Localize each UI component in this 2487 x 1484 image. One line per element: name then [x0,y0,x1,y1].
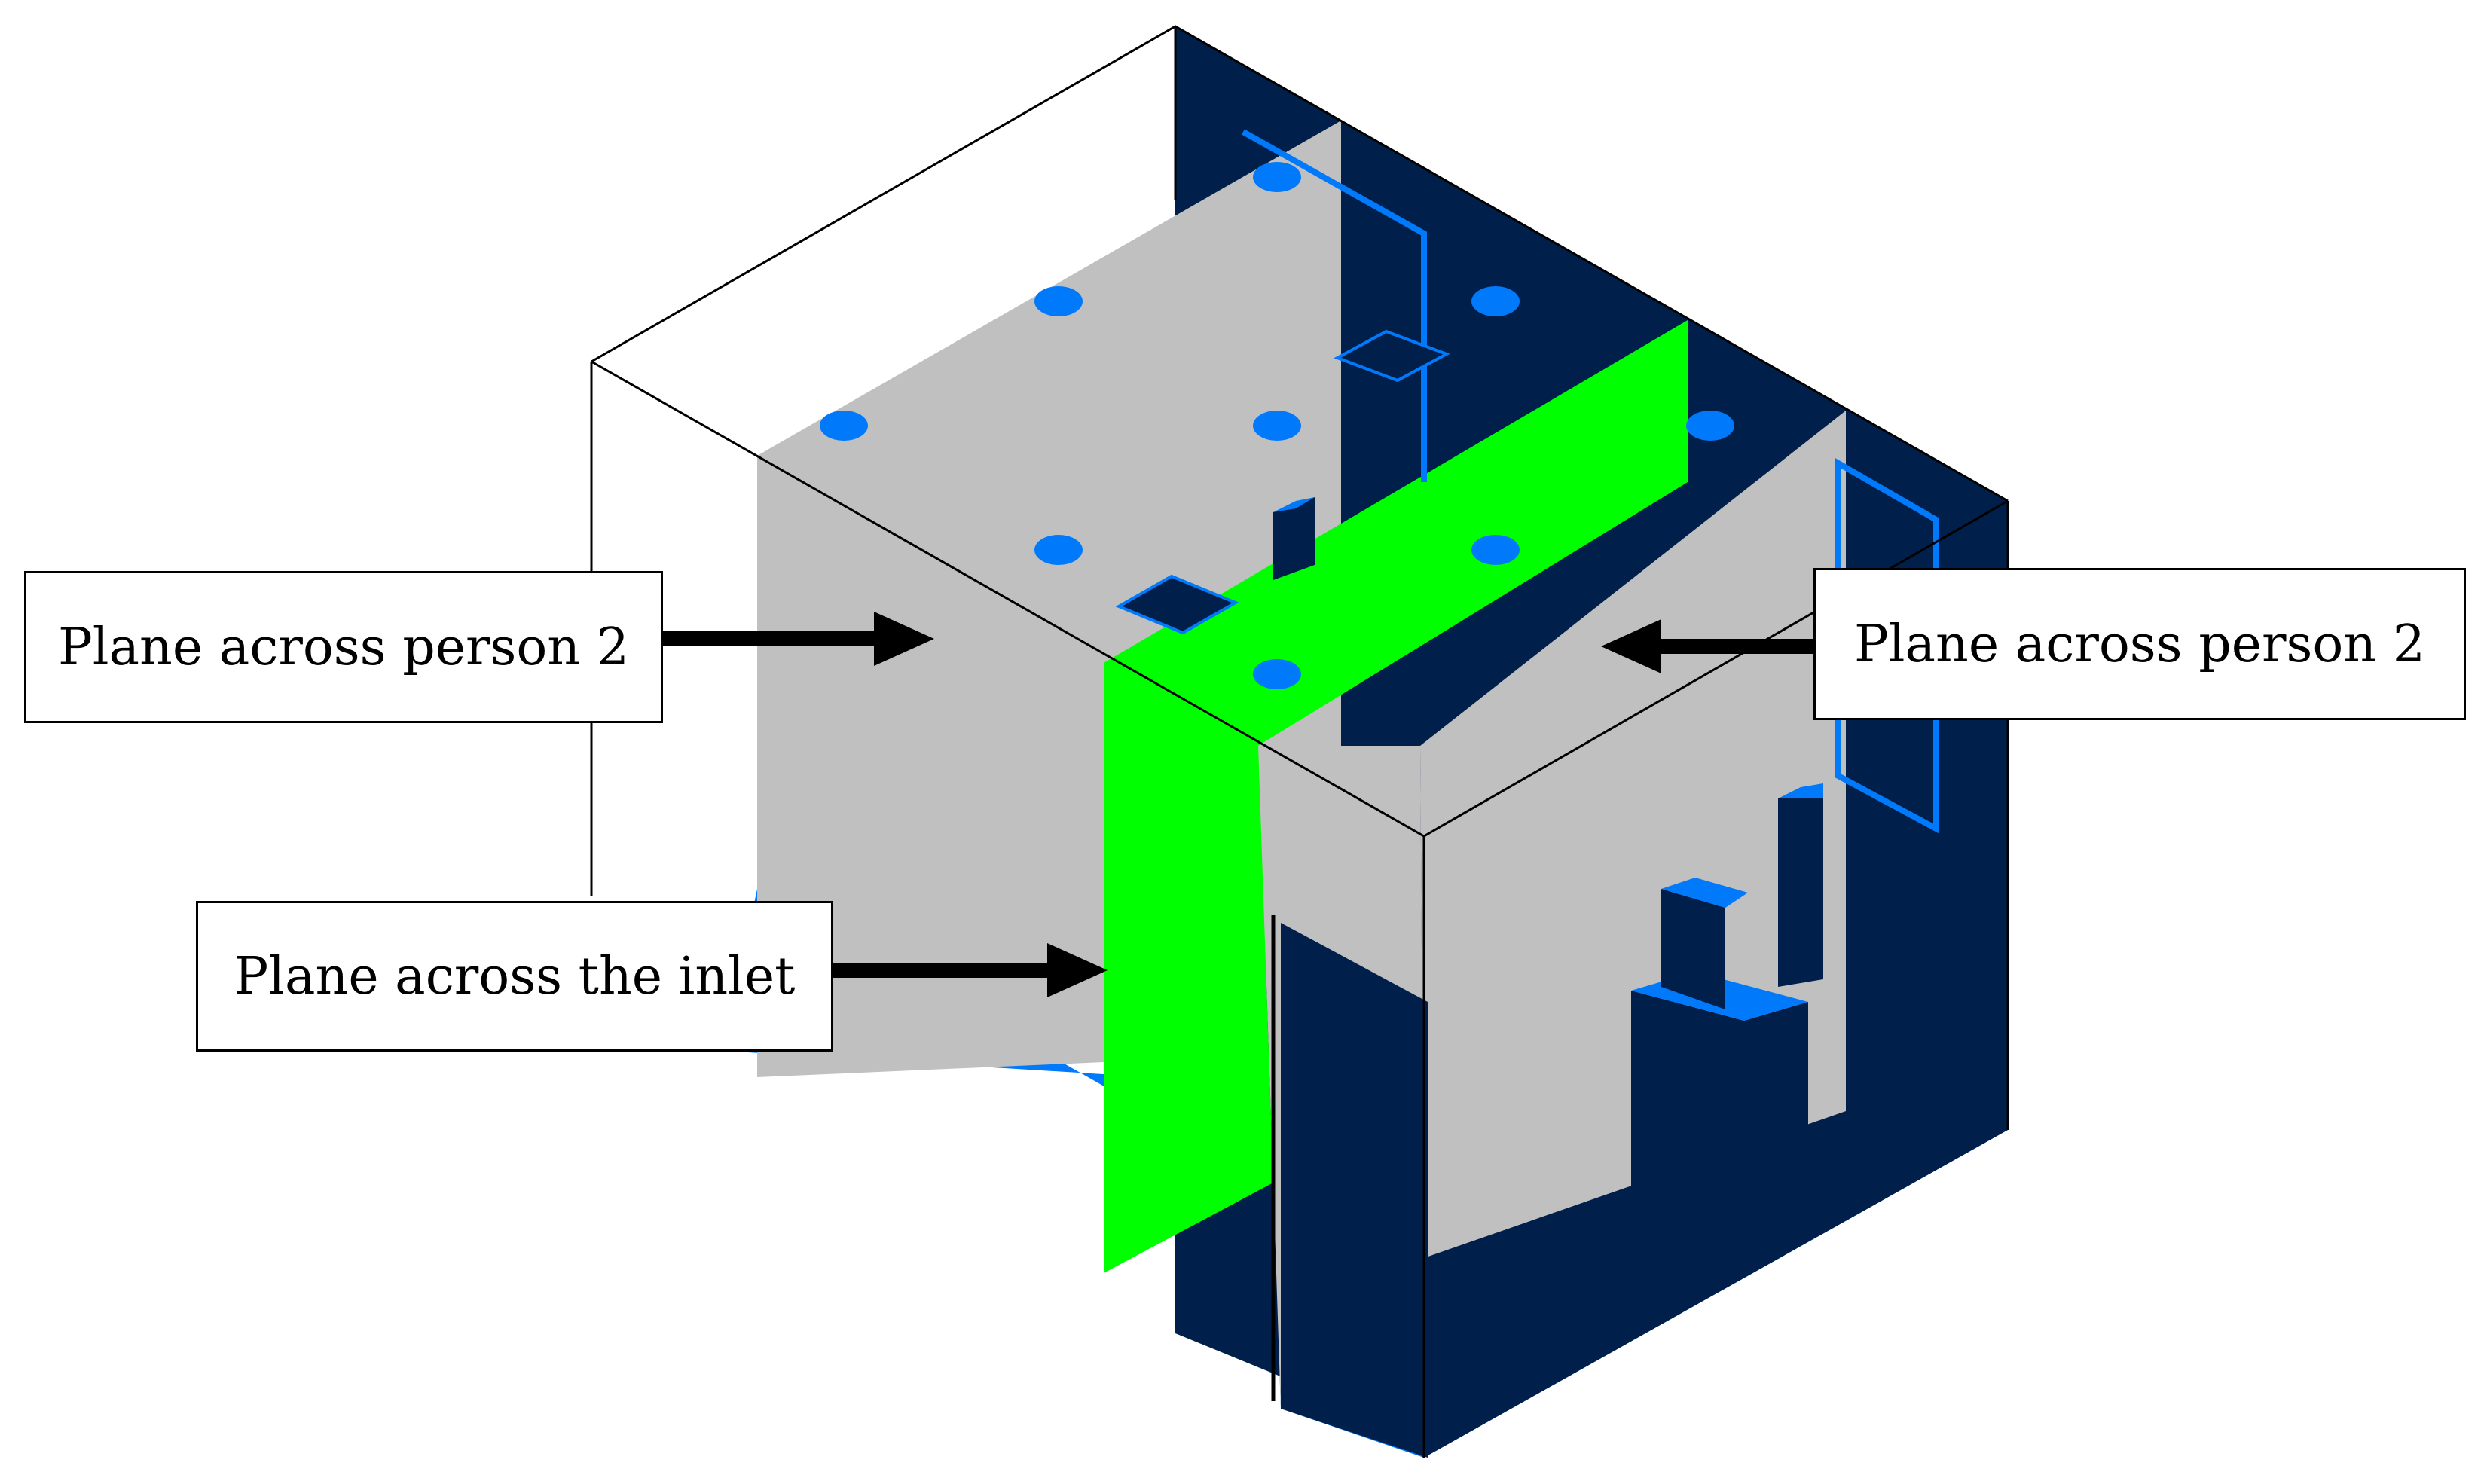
arrow-left-plane [663,612,934,666]
ceiling-light [1253,411,1301,441]
ceiling-vent [1334,329,1450,383]
plane-inlet [1104,320,1688,1273]
label-plane-inlet: Plane across the inlet [196,901,833,1052]
ceiling-light [1471,535,1520,565]
arrow-right-plane [1601,619,1813,673]
ceiling-light [820,411,868,441]
ceiling-light [1686,411,1734,441]
inlet-box-top [1273,497,1315,512]
ceiling-light [1034,535,1083,565]
arrow-inlet-plane [833,943,1108,997]
ceiling-light [1471,286,1520,316]
ceiling-lights [820,162,1734,689]
door [1281,923,1428,1458]
back-wall-window [1242,129,1427,482]
label-plane-person-2-right: Plane across person 2 [1813,568,2466,720]
desk-with-monitor [1631,783,1823,1220]
ceiling-vent [1115,574,1239,635]
label-plane-person-2-left: Plane across person 2 [24,571,663,723]
ceiling-light [1034,286,1083,316]
ceiling-light [1253,659,1301,689]
inlet-box [1273,497,1315,580]
ceiling-light [1253,162,1301,192]
